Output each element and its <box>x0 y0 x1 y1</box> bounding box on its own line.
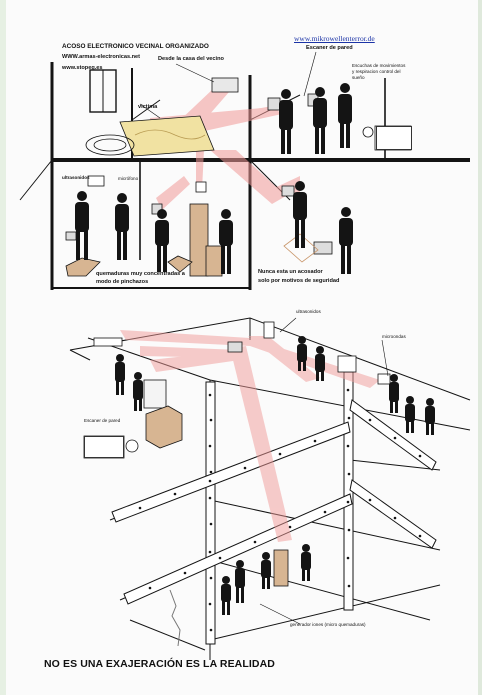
label-generador: generador iones (micro quemaduras) <box>290 622 366 627</box>
bottom-columns <box>111 371 437 645</box>
label-escaner-pared-top: Escaner de pared <box>306 45 353 51</box>
generator-panel-top <box>376 126 412 150</box>
label-desde-casa: Desde la casa del vecino <box>158 56 224 62</box>
victim-bed <box>85 115 215 157</box>
footer-slogan: NO ES UNA EXAJERACIÓN ES LA REALIDAD <box>44 658 275 670</box>
url-armas[interactable]: WWW.armas-electronicas.net <box>62 54 141 60</box>
bottom-boxes <box>145 405 289 587</box>
top-people <box>75 83 353 274</box>
leader-lines <box>139 51 389 625</box>
label-quemaduras-1: quemaduras muy concentradas a <box>96 271 185 277</box>
label-microondas: microondas <box>382 334 406 339</box>
label-quemaduras-2: modo de pinchazos <box>96 279 149 285</box>
url-mikrowellenterror[interactable]: www.mikrowellenterror.de <box>294 34 375 43</box>
poster-title: ACOSO ELECTRONICO VECINAL ORGANIZADO <box>62 43 209 50</box>
url-stopeg[interactable]: www.stopeg.es <box>62 65 103 71</box>
generator-panel-bottom <box>84 436 124 458</box>
label-microfono: micrófono <box>118 176 139 181</box>
label-escuchas-1: Escuchas de movimientos <box>352 63 406 68</box>
page-edge-left <box>0 0 6 695</box>
label-ultrasonidos-bottom: ultrasonidos <box>296 309 321 314</box>
bottom-beams <box>120 330 380 542</box>
label-victima: victima <box>138 104 158 110</box>
label-ultrasonidos-top: ultrasonidos <box>62 175 90 180</box>
bottom-people <box>115 336 435 615</box>
label-escuchas-2: y respiracion control del <box>352 69 401 74</box>
page-edge-right <box>478 0 482 695</box>
top-boxes <box>65 203 319 277</box>
label-nunca-2: solo por motivos de seguridad <box>258 278 340 284</box>
label-escaner-pared-bottom: Escaner de pared <box>84 418 121 423</box>
label-escuchas-3: sueño <box>352 75 365 80</box>
column-dots <box>138 388 422 632</box>
label-nunca-1: Nunca esta un acosador <box>258 269 323 275</box>
